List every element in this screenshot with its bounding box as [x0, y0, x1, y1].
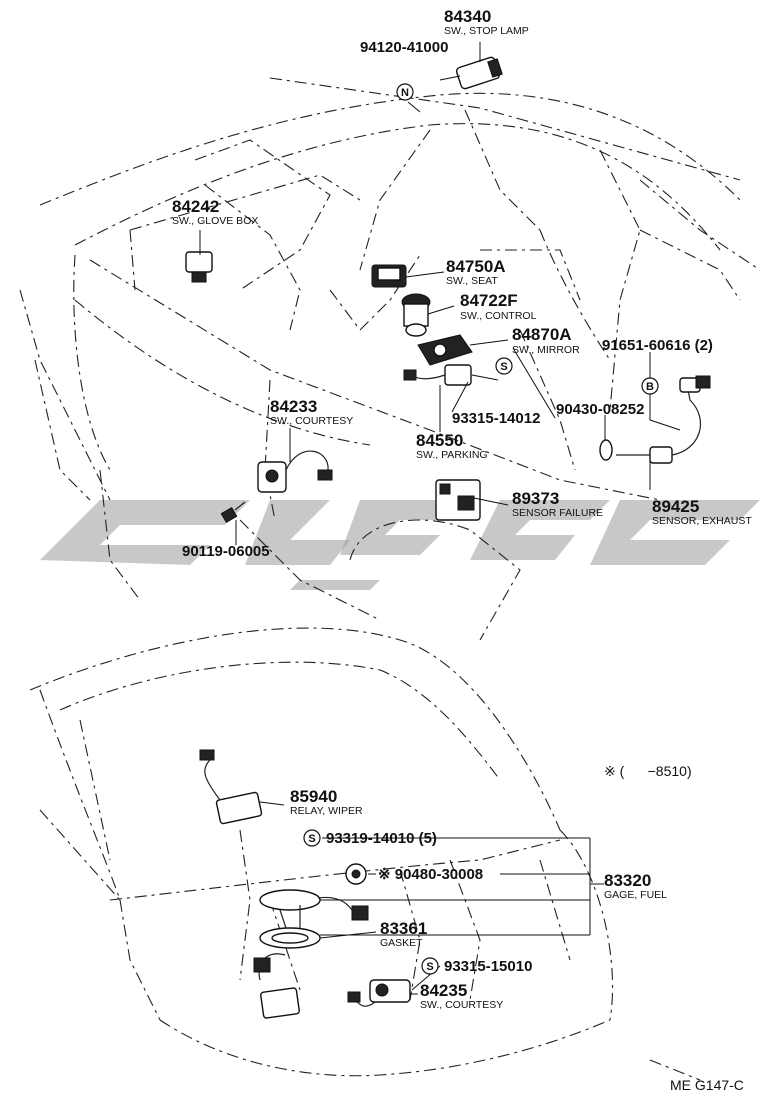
stop-lamp-switch [439, 56, 503, 90]
part-number-84233: 84233 [270, 397, 317, 416]
part-number-89425: 89425 [652, 497, 699, 516]
part-desc-84233: SW., COURTESY [270, 415, 353, 427]
part-desc-89373: SENSOR FAILURE [512, 507, 603, 519]
part-number-85940: 85940 [290, 787, 337, 806]
part-desc-89425: SENSOR, EXHAUST [652, 515, 752, 527]
car-interior-outline [19, 77, 761, 641]
part-number-89373: 89373 [512, 489, 559, 508]
part-number-83361: 83361 [380, 919, 427, 938]
marker-b: B [641, 377, 659, 395]
part-number-84340: 84340 [444, 7, 491, 26]
part-number-84870a: 84870A [512, 325, 572, 344]
exhaust-sensor [599, 375, 711, 464]
part-number-90480-30008: ※ 90480-30008 [378, 866, 483, 883]
fuel-gage-gasket [259, 927, 321, 949]
part-number-84722f: 84722F [460, 291, 518, 310]
part-number-90119-06005: 90119-06005 [182, 543, 270, 560]
part-number-84242: 84242 [172, 197, 219, 216]
svg-text:S: S [308, 833, 315, 845]
fuel-gage [259, 889, 369, 941]
marker-s-upper: S [495, 357, 513, 375]
part-number-94120-41000: 94120-41000 [360, 39, 448, 56]
part-number-93315-14012: 93315-14012 [452, 410, 540, 427]
part-desc-83361: GASKET [380, 937, 423, 949]
nut-90480 [345, 863, 367, 885]
figure-code: ME G147-C [670, 1077, 744, 1093]
seat-switch [371, 264, 407, 288]
part-number-84550: 84550 [416, 431, 463, 450]
part-number-91651-60616: 91651-60616 (2) [602, 337, 713, 354]
part-number-93315-15010: 93315-15010 [444, 958, 532, 975]
marker-n: N [396, 83, 414, 101]
parking-switch [403, 364, 472, 386]
courtesy-switch-trunk [347, 979, 411, 1007]
marker-s-gage: S [303, 829, 321, 847]
part-number-90430-08252: 90430-08252 [556, 401, 644, 418]
bolt-90119 [220, 501, 246, 524]
part-desc-84550: SW., PARKING [416, 449, 488, 461]
part-desc-83320: GAGE, FUEL [604, 889, 667, 901]
mirror-switch [417, 334, 473, 366]
part-number-84750a: 84750A [446, 257, 506, 276]
part-number-93319-14010: 93319-14010 (5) [326, 830, 437, 847]
part-desc-84235: SW., COURTESY [420, 999, 503, 1011]
wiper-relay [199, 749, 285, 825]
courtesy-switch-door [257, 450, 333, 493]
trunk-harness [253, 953, 300, 1019]
svg-text:N: N [401, 87, 409, 99]
marker-s-lower: S [421, 957, 439, 975]
part-desc-85940: RELAY, WIPER [290, 805, 363, 817]
leader-lines [199, 42, 681, 995]
glove-box-switch [185, 251, 213, 283]
part-desc-84870a: SW., MIRROR [512, 344, 580, 356]
sensor-failure-unit [435, 479, 481, 521]
control-switch [401, 293, 431, 337]
part-desc-84722f: SW., CONTROL [460, 310, 537, 322]
part-desc-84340: SW., STOP LAMP [444, 25, 529, 37]
part-desc-84750a: SW., SEAT [446, 275, 498, 287]
part-desc-84242: SW., GLOVE BOX [172, 215, 258, 227]
part-number-84235: 84235 [420, 981, 467, 1000]
part-number-83320: 83320 [604, 871, 651, 890]
car-trunk-outline [29, 627, 701, 1081]
svg-text:S: S [500, 361, 507, 373]
applicability-note: ※ ( −8510) [604, 763, 692, 779]
svg-text:S: S [426, 961, 433, 973]
svg-text:B: B [646, 381, 654, 393]
